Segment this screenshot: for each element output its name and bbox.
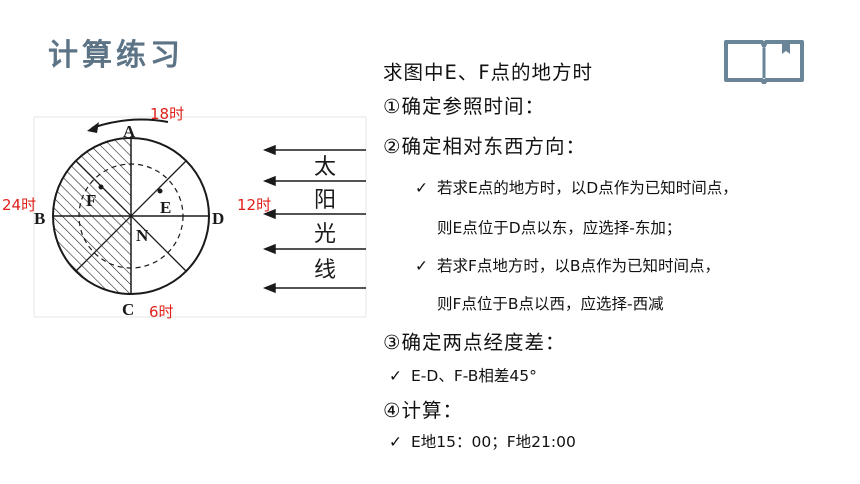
label-a: A	[123, 122, 136, 141]
step-4: ④计算：	[383, 399, 463, 422]
page-title: 计算练习	[48, 38, 184, 73]
meridian-diagonal-2	[75, 160, 187, 272]
check-icon: ✓	[389, 367, 402, 385]
diagram-frame	[33, 116, 367, 318]
time-label-18: 18时	[150, 105, 184, 123]
step-2: ②确定相对东西方向：	[383, 135, 586, 158]
step-3-bullet: ✓ E-D、F-B相差45°	[389, 364, 537, 386]
sun-earth-diagram: A B C D E F N 18时 24时 12时 6时 太 阳 光 线	[2, 105, 367, 321]
step-2-bullet-2: ✓ 若求F点地方时，以B点作为已知时间点，	[415, 254, 720, 276]
label-d: D	[212, 209, 224, 228]
question-text: 求图中E、F点的地方时	[383, 61, 594, 84]
step-2-bullet-1: ✓ 若求E点的地方时，以D点作为已知时间点，	[415, 176, 738, 198]
step-2-bullet-1-cont: 则E点位于D点以东，应选择-东加；	[437, 219, 682, 237]
sunlight-char-1: 太	[314, 155, 336, 180]
sunlight-char-4: 线	[314, 258, 336, 283]
check-icon: ✓	[415, 257, 428, 275]
label-n: N	[136, 226, 149, 245]
time-label-24: 24时	[2, 196, 36, 214]
rotation-arrow	[91, 118, 169, 129]
step-2-bullet-1-text: 若求E点的地方时，以D点作为已知时间点，	[437, 179, 738, 197]
rotation-arrowhead	[87, 122, 99, 133]
time-label-12: 12时	[237, 196, 271, 214]
check-icon: ✓	[389, 433, 402, 451]
label-b: B	[34, 209, 45, 228]
step-2-bullet-2-cont: 则F点位于B点以西，应选择-西减	[437, 295, 664, 313]
step-3: ③确定两点经度差：	[383, 331, 566, 354]
label-e: E	[160, 198, 171, 217]
sunlight-char-3: 光	[314, 222, 336, 247]
step-2-bullet-2-text: 若求F点地方时，以B点作为已知时间点，	[437, 257, 721, 275]
label-f: F	[86, 191, 96, 210]
label-c: C	[122, 300, 134, 319]
step-3-bullet-text: E-D、F-B相差45°	[411, 367, 537, 385]
point-e-dot	[157, 188, 163, 194]
step-1: ①确定参照时间：	[383, 95, 545, 118]
time-label-6: 6时	[149, 303, 174, 321]
step-4-bullet: ✓ E地15：00；F地21:00	[389, 430, 576, 452]
sunlight-char-2: 阳	[314, 188, 336, 213]
check-icon: ✓	[415, 179, 428, 197]
step-4-bullet-text: E地15：00；F地21:00	[411, 433, 576, 451]
point-f-dot	[98, 184, 104, 190]
open-book-icon	[724, 40, 804, 84]
